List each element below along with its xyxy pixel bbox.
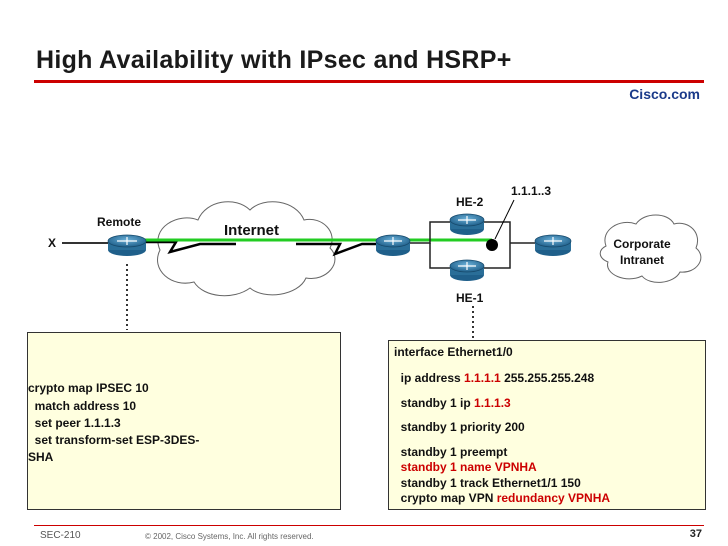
config-line: standby 1 priority 200	[394, 420, 525, 434]
head-end-wan-link	[296, 242, 385, 257]
corporate-router-icon	[534, 234, 572, 256]
cisco-logo: Cisco.com	[629, 86, 700, 102]
he2-label: HE-2	[456, 195, 484, 209]
internet-edge-router-icon	[375, 234, 411, 256]
session-code: SEC-210	[40, 530, 81, 541]
he1-router-icon	[449, 259, 485, 281]
page-number: 37	[689, 528, 702, 540]
copyright: © 2002, Cisco Systems, Inc. All rights r…	[145, 532, 314, 541]
page-title: High Availability with IPsec and HSRP+	[36, 46, 512, 74]
he1-label: HE-1	[456, 291, 484, 305]
remote-label: Remote	[97, 215, 142, 229]
internet-label: Internet	[224, 222, 280, 239]
config-line: match address 10	[28, 399, 137, 413]
config-line: standby 1 ip 1.1.1.3	[394, 396, 511, 410]
virtual-ip-label: 1.1.1..3	[511, 184, 552, 198]
title-underline	[34, 80, 704, 83]
internet-cloud	[157, 201, 336, 297]
corporate-label: Corporate	[613, 237, 671, 251]
he1-config-box: interface Ethernet1/0 ip address 1.1.1.1…	[388, 340, 706, 510]
virtual-ip-marker	[486, 239, 498, 251]
remote-router-icon	[107, 234, 147, 256]
config-line: crypto map IPSEC 10	[28, 381, 149, 395]
intranet-label: Intranet	[619, 253, 664, 267]
footer-rule	[34, 525, 704, 526]
config-line: set transform-set ESP-3DES-	[28, 433, 200, 447]
config-line: standby 1 preempt	[394, 445, 508, 459]
remote-config-box: crypto map IPSEC 10 match address 10 set…	[27, 332, 341, 510]
config-line: set peer 1.1.1.3	[28, 416, 121, 430]
config-line: interface Ethernet1/0	[394, 345, 513, 359]
remote-wan-link	[142, 240, 236, 255]
head-end-links	[400, 221, 535, 269]
he2-router-icon	[449, 213, 485, 235]
config-line: SHA	[28, 450, 54, 464]
config-line: standby 1 name VPNHA	[394, 460, 537, 474]
x-host-label: X	[48, 236, 57, 250]
config-line: standby 1 track Ethernet1/1 150	[394, 476, 581, 490]
config-line: crypto map VPN redundancy VPNHA	[394, 491, 611, 505]
virtual-ip-pointer	[494, 199, 515, 240]
config-line: ip address 1.1.1.1 255.255.255.248	[394, 371, 595, 385]
corporate-intranet-cloud	[599, 214, 702, 283]
